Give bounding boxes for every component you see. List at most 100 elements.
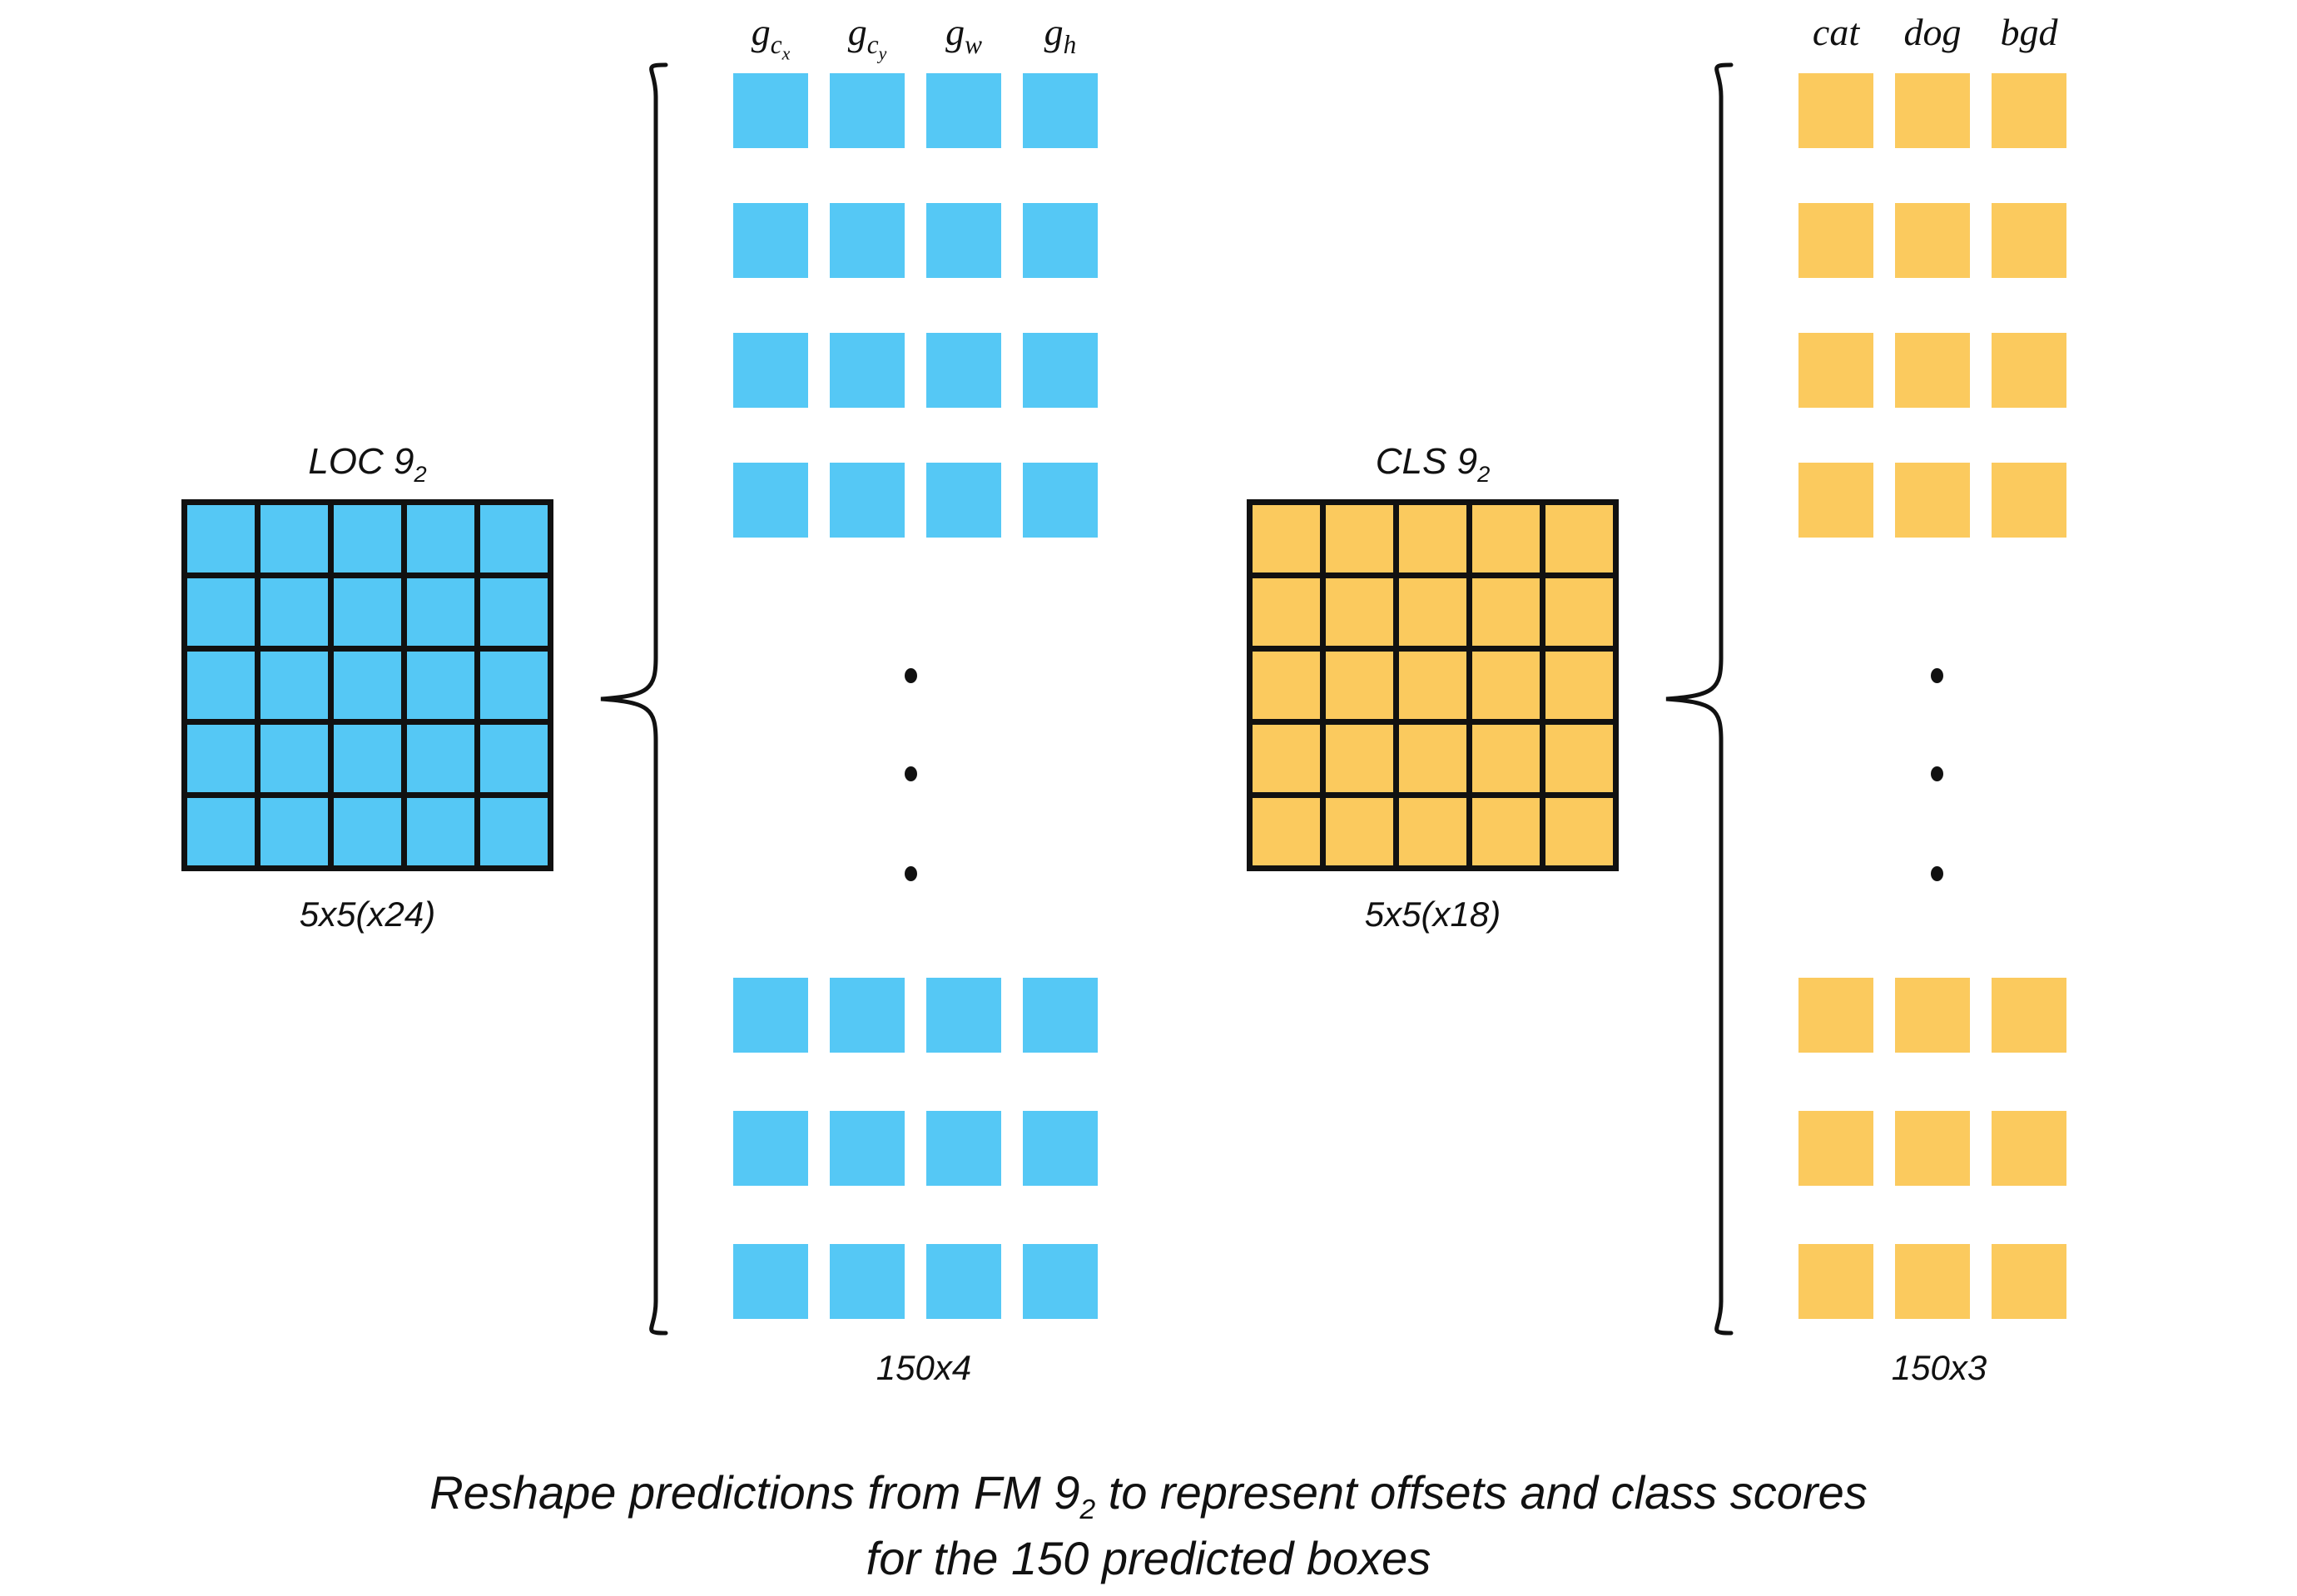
loc-grid-cell xyxy=(407,725,474,792)
cls-box-cell xyxy=(1992,978,2066,1053)
cls-grid-cell xyxy=(1545,505,1613,572)
loc-box-cell xyxy=(733,978,808,1053)
loc-grid-cell xyxy=(187,725,255,792)
loc-grid-top-label: LOC 92 xyxy=(181,441,553,488)
cls-grid-cell xyxy=(1399,652,1466,719)
loc-grid-bottom-label: 5x5(x24) xyxy=(299,895,436,934)
cls-box-cell xyxy=(1895,73,1970,148)
cls-grid-cell xyxy=(1253,725,1320,792)
loc-box-cell xyxy=(733,1244,808,1319)
cls-grid-cell xyxy=(1545,578,1613,646)
loc-box-cell xyxy=(926,203,1001,278)
loc-box-cell xyxy=(830,978,905,1053)
loc-box-cell xyxy=(830,1244,905,1319)
cls-ellipsis-dot xyxy=(1931,866,1943,881)
cls-box-cell xyxy=(1895,1111,1970,1186)
cls-box-cell xyxy=(1895,463,1970,538)
loc-box-cell xyxy=(926,1111,1001,1186)
loc-box-cell xyxy=(830,463,905,538)
loc-box-cell xyxy=(733,333,808,408)
loc-column-header-gw: gw xyxy=(945,10,982,60)
cls-grid-cell xyxy=(1545,652,1613,719)
cls-grid-cell xyxy=(1472,578,1540,646)
cls-box-cell xyxy=(1798,1111,1873,1186)
loc-grid-cell xyxy=(480,725,548,792)
loc-grid-cell xyxy=(480,505,548,572)
loc-grid-cell xyxy=(260,578,328,646)
loc-box-cell xyxy=(1023,203,1098,278)
cls-reshaped-caption: 150x3 xyxy=(1891,1348,1987,1387)
cls-column-header-cat: cat xyxy=(1812,11,1860,53)
cls-grid-cell xyxy=(1253,505,1320,572)
loc-column-header-gcx: gcx xyxy=(752,10,791,64)
cls-box-cell xyxy=(1895,1244,1970,1319)
loc-grid-cell xyxy=(187,798,255,865)
cls-box-cell xyxy=(1992,463,2066,538)
loc-box-cell xyxy=(830,1111,905,1186)
loc-grid-top-label-sub: 2 xyxy=(414,460,427,487)
cls-grid-bottom-label: 5x5(x18) xyxy=(1364,895,1501,934)
loc-box-cell xyxy=(1023,73,1098,148)
loc-col-head-base-2: g xyxy=(945,11,965,53)
cls-grid-cell xyxy=(1326,725,1393,792)
loc-grid-cell xyxy=(187,578,255,646)
cls-grid-cell xyxy=(1253,652,1320,719)
loc-box-cell xyxy=(926,73,1001,148)
loc-ellipsis-dot xyxy=(905,866,917,881)
cls-grid-cell xyxy=(1472,798,1540,865)
loc-box-cell xyxy=(830,333,905,408)
loc-grid-cell xyxy=(260,798,328,865)
loc-col-head-base-0: g xyxy=(751,11,771,53)
figure-caption-line-2: for the 150 predicted boxes xyxy=(866,1531,1431,1584)
cls-box-cell xyxy=(1895,333,1970,408)
cls-grid-cell xyxy=(1472,652,1540,719)
loc-column-header-gh: gh xyxy=(1044,10,1077,60)
loc-box-cell xyxy=(1023,463,1098,538)
loc-box-cell xyxy=(926,1244,1001,1319)
loc-grid-cell xyxy=(480,578,548,646)
loc-box-cell xyxy=(733,1111,808,1186)
loc-grid-cell xyxy=(187,505,255,572)
cls-grid-top-label: CLS 92 xyxy=(1247,441,1619,488)
cls-box-cell xyxy=(1992,333,2066,408)
loc-reshaped-caption: 150x4 xyxy=(876,1348,972,1387)
cls-grid-cell xyxy=(1326,505,1393,572)
loc-box-cell xyxy=(926,463,1001,538)
cls-grid-cell xyxy=(1545,798,1613,865)
cls-box-cell xyxy=(1798,73,1873,148)
cls-box-cell xyxy=(1798,1244,1873,1319)
cls-grid-cell xyxy=(1399,798,1466,865)
loc-col-head-sub-1: c xyxy=(866,30,879,60)
loc-grid-cell xyxy=(407,652,474,719)
cls-grid-cell xyxy=(1326,798,1393,865)
loc-box-cell xyxy=(1023,333,1098,408)
loc-grid-top-label-text: LOC 9 xyxy=(308,441,414,482)
cls-grid-cell xyxy=(1472,725,1540,792)
figure-caption-line-1: Reshape predictions from FM 92 to repres… xyxy=(0,1463,2297,1529)
cls-grid-cell xyxy=(1253,798,1320,865)
loc-grid-cell xyxy=(334,505,401,572)
loc-grid-cell xyxy=(480,798,548,865)
cls-ellipsis-dot xyxy=(1931,668,1943,683)
cls-box-cell xyxy=(1895,978,1970,1053)
loc-ellipsis-dot xyxy=(905,668,917,683)
loc-box-cell xyxy=(733,203,808,278)
cls-grid-cell xyxy=(1326,578,1393,646)
loc-grid-cell xyxy=(260,725,328,792)
loc-grid-cell xyxy=(334,578,401,646)
cls-box-cell xyxy=(1798,978,1873,1053)
loc-grid-cell xyxy=(407,505,474,572)
cls-grid-cell xyxy=(1399,725,1466,792)
loc-col-head-base-3: g xyxy=(1044,11,1064,53)
loc-grid-cell xyxy=(187,652,255,719)
loc-col-head-subsub-1: y xyxy=(878,42,887,64)
cls-box-cell xyxy=(1895,203,1970,278)
cls-column-header-dog: dog xyxy=(1903,11,1962,53)
loc-box-cell xyxy=(830,73,905,148)
cls-grid-cell xyxy=(1545,725,1613,792)
figure-caption: Reshape predictions from FM 92 to repres… xyxy=(0,1463,2297,1589)
loc-ellipsis-dot xyxy=(905,766,917,781)
cls-grid-cell xyxy=(1253,578,1320,646)
loc-box-cell xyxy=(733,463,808,538)
